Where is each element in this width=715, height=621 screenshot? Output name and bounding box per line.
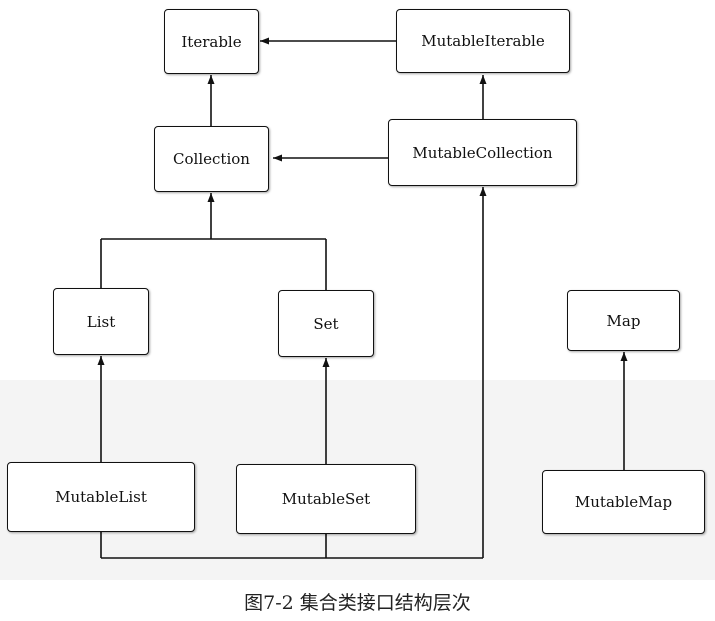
figure-caption: 图7-2 集合类接口结构层次 [244,592,471,614]
node-mutable-iterable: MutableIterable [396,9,570,73]
node-label: MutableIterable [421,32,545,50]
node-label: MutableList [55,488,147,506]
node-label: Collection [173,150,250,168]
node-collection: Collection [154,126,269,192]
node-label: MutableSet [281,490,371,508]
node-mutable-collection: MutableCollection [388,119,577,186]
node-iterable: Iterable [164,9,259,74]
node-set: Set [278,290,374,357]
node-label: MutableCollection [412,143,553,162]
node-label: Set [313,314,339,333]
node-label: List [86,312,116,331]
node-label: MutableMap [574,493,673,511]
node-label: Map [606,311,641,330]
node-mutable-map: MutableMap [542,470,705,534]
node-mutable-set: MutableSet [236,464,416,534]
node-map: Map [567,290,680,351]
node-mutable-list: MutableList [7,462,195,532]
node-label: Iterable [181,32,242,51]
node-list: List [53,288,149,355]
